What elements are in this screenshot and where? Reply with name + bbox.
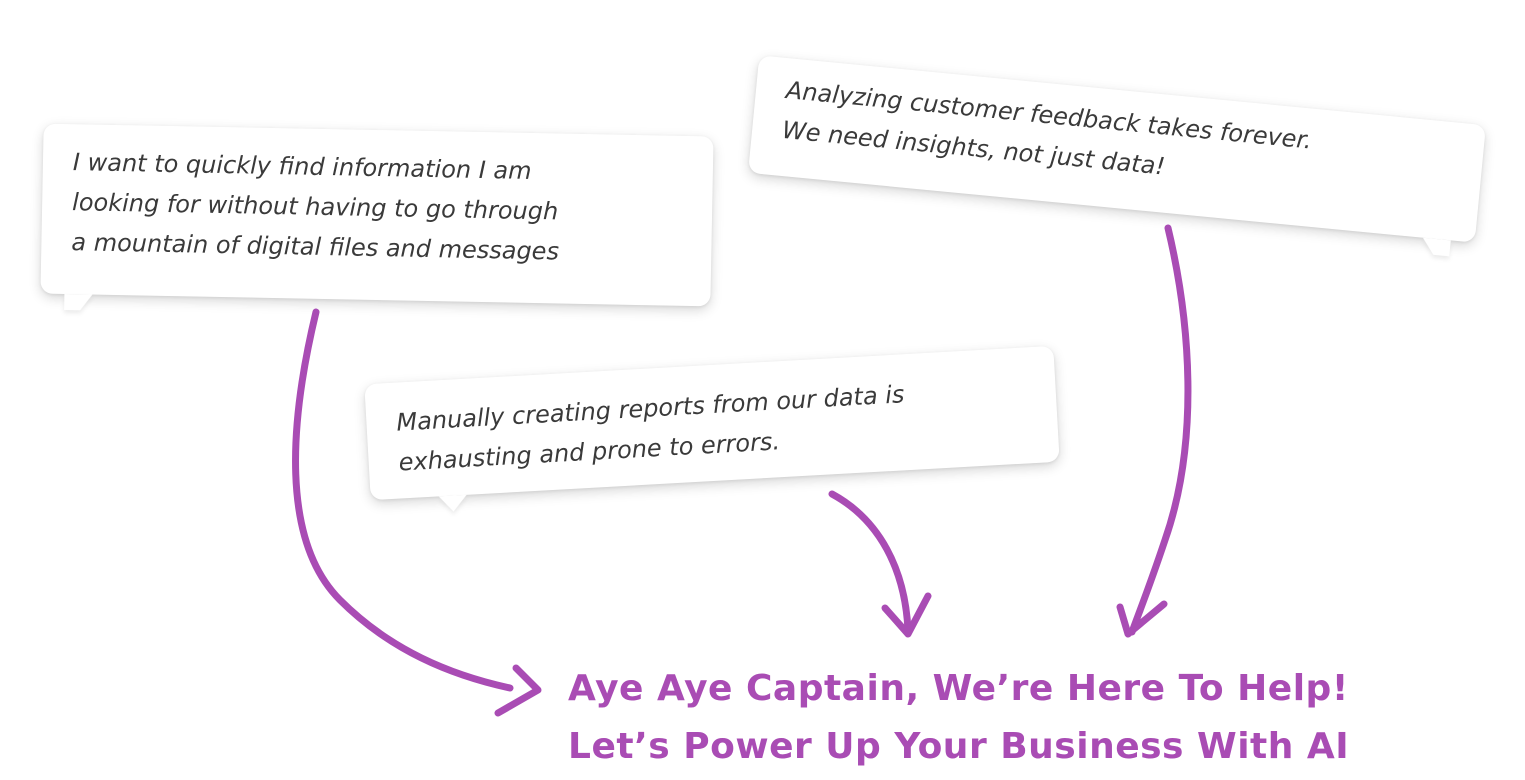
arrowhead-middle [881, 592, 932, 638]
bubble-tail [1421, 237, 1451, 257]
curved-arrow-middle [828, 490, 912, 634]
headline: Aye Aye Captain, We’re Here To Help! Let… [568, 660, 1428, 776]
headline-line-2: Let’s Power Up Your Business With AI [568, 726, 1350, 767]
curved-arrow-left [292, 308, 514, 692]
arrowhead-left [494, 664, 542, 717]
speech-bubble-customer-feedback: Analyzing customer feedback takes foreve… [748, 55, 1486, 257]
headline-line-1: Aye Aye Captain, We’re Here To Help! [568, 668, 1349, 709]
bubble-tail [64, 294, 93, 311]
speech-bubble-find-information: I want to quickly find information I am … [40, 123, 714, 311]
bubble-tail [438, 494, 468, 513]
curved-arrow-right [1128, 224, 1192, 636]
speech-bubble-manual-reports: Manually creating reports from our data … [364, 345, 1060, 513]
arrowhead-right [1116, 600, 1168, 638]
